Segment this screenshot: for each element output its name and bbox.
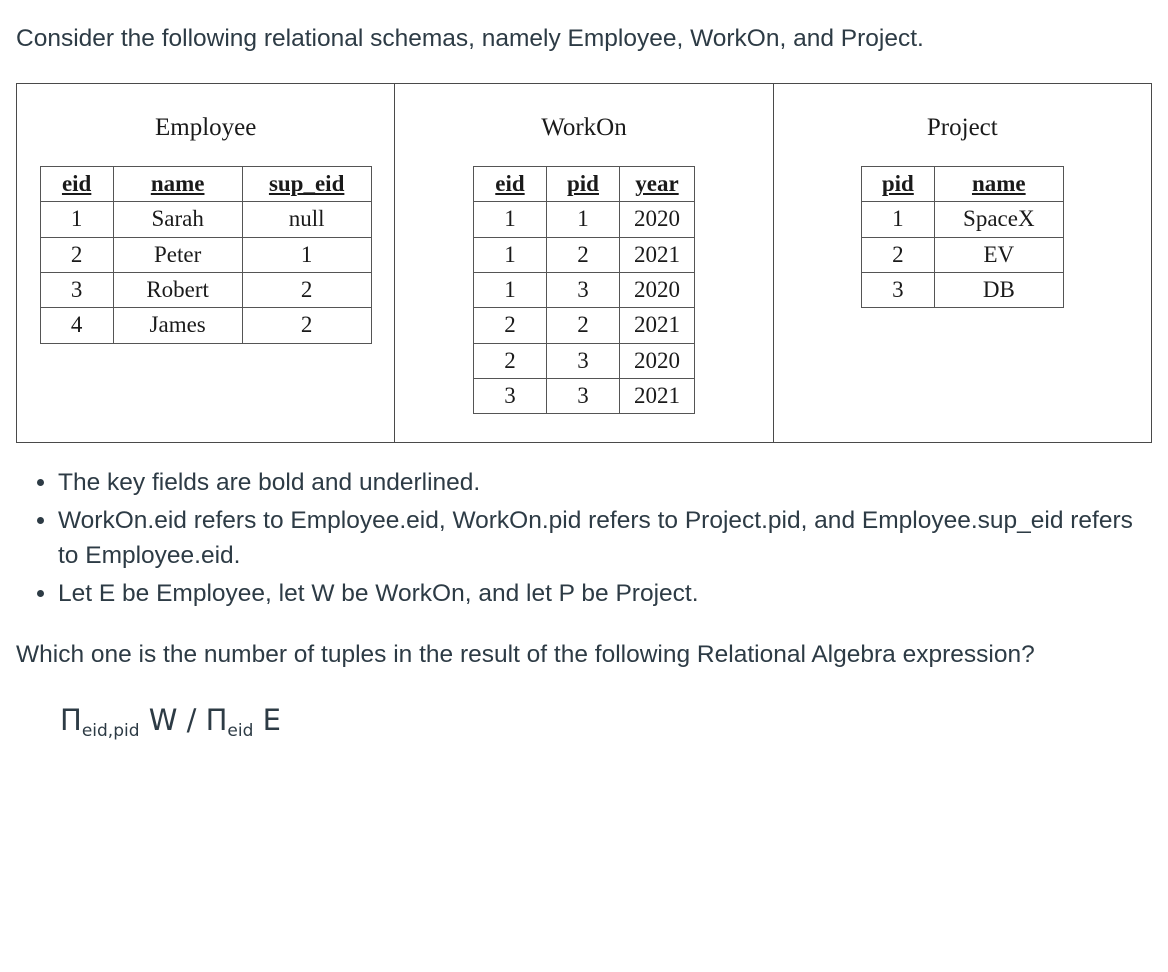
cell: 2021	[618, 307, 695, 344]
table-row: 1 Sarah null	[39, 201, 372, 238]
schema-title-workon: WorkOn	[541, 113, 627, 141]
table-row: 4 James 2	[39, 307, 372, 344]
cell: 1	[472, 201, 547, 238]
column-header-eid: eid	[472, 165, 547, 203]
cell: 2020	[618, 342, 695, 379]
cell: 2020	[618, 201, 695, 238]
table-row: 2 EV	[860, 236, 1064, 273]
list-item: The key fields are bold and underlined.	[58, 465, 1148, 501]
intro-text: Consider the following relational schema…	[16, 25, 924, 52]
cell: 1	[472, 236, 547, 273]
cell: 2	[860, 236, 935, 273]
cell: 2020	[618, 271, 695, 309]
question-text: Which one is the number of tuples in the…	[16, 641, 1035, 669]
schema-column-employee: Employee eid name sup_eid 1 Sarah null	[17, 84, 394, 443]
cell: 2021	[618, 377, 695, 415]
cell: 2	[472, 342, 547, 379]
expression-operand-2: E	[253, 702, 281, 737]
cell: 3	[545, 377, 620, 415]
projection-subscript-1: eid,pid	[81, 720, 140, 741]
column-header-name: name	[933, 165, 1064, 203]
schema-column-project: Project pid name 1 SpaceX 2 EV	[772, 83, 1151, 443]
table-header-row: eid pid year	[472, 165, 695, 203]
table-row: 2 2 2021	[472, 307, 695, 344]
table-row: 1 SpaceX	[860, 201, 1064, 238]
cell: 1	[39, 201, 114, 238]
column-header-pid: pid	[860, 165, 935, 203]
table-employee: eid name sup_eid 1 Sarah null 2 Peter 1	[39, 165, 372, 344]
projection-symbol-1: Π	[60, 702, 82, 737]
cell: Peter	[112, 236, 243, 273]
column-header-sup-eid: sup_eid	[241, 165, 372, 203]
cell: Sarah	[112, 201, 243, 238]
cell: 1	[472, 271, 547, 309]
cell: Robert	[112, 271, 243, 309]
cell: 3	[545, 271, 620, 309]
cell: 2	[545, 236, 620, 273]
cell: 2	[39, 236, 114, 273]
projection-symbol-2: Π	[205, 702, 228, 737]
list-item: WorkOn.eid refers to Employee.eid, WorkO…	[58, 503, 1148, 574]
schema-title-employee: Employee	[154, 113, 257, 141]
schema-diagram: Employee eid name sup_eid 1 Sarah null	[16, 82, 1152, 444]
question-page: Consider the following relational schema…	[0, 0, 1168, 737]
table-project: pid name 1 SpaceX 2 EV 3 DB	[860, 165, 1064, 309]
expression-operand-1: W /	[139, 702, 206, 737]
cell: 2	[545, 307, 620, 344]
cell: 1	[241, 236, 372, 273]
cell: 1	[545, 201, 620, 238]
cell: DB	[933, 271, 1064, 309]
cell: 3	[39, 271, 114, 309]
cell: 2	[472, 307, 547, 344]
column-header-pid: pid	[545, 165, 620, 203]
table-header-row: eid name sup_eid	[39, 165, 372, 203]
cell: 3	[860, 271, 935, 309]
table-workon: eid pid year 1 1 2020 1 2 2021	[472, 165, 695, 415]
cell: James	[112, 307, 243, 344]
cell: null	[241, 201, 372, 238]
table-row: 1 3 2020	[472, 271, 695, 309]
column-header-year: year	[618, 165, 695, 203]
table-row: 3 Robert 2	[39, 271, 372, 309]
cell: EV	[933, 236, 1064, 273]
cell: 2	[241, 307, 372, 344]
relational-algebra-expression: Πeid,pid W / Πeid E	[60, 702, 1154, 741]
cell: 2021	[618, 236, 695, 273]
list-item: Let E be Employee, let W be WorkOn, and …	[58, 576, 1148, 612]
table-row: 2 Peter 1	[39, 236, 372, 273]
table-header-row: pid name	[860, 165, 1064, 203]
column-header-eid: eid	[39, 165, 114, 203]
table-row: 2 3 2020	[472, 342, 695, 379]
cell: 3	[545, 342, 620, 379]
schema-title-project: Project	[926, 113, 998, 141]
cell: SpaceX	[933, 201, 1064, 238]
table-row: 1 1 2020	[472, 201, 695, 238]
cell: 2	[241, 271, 372, 309]
table-row: 1 2 2021	[472, 236, 695, 273]
cell: 3	[472, 377, 547, 415]
cell: 1	[860, 201, 935, 238]
column-header-name: name	[112, 165, 243, 203]
cell: 4	[39, 307, 114, 344]
notes-list: The key fields are bold and underlined. …	[14, 465, 1148, 611]
projection-subscript-2: eid	[227, 720, 254, 741]
table-row: 3 3 2021	[472, 377, 695, 415]
schema-column-workon: WorkOn eid pid year 1 1 2020	[394, 83, 772, 443]
table-row: 3 DB	[860, 271, 1064, 309]
